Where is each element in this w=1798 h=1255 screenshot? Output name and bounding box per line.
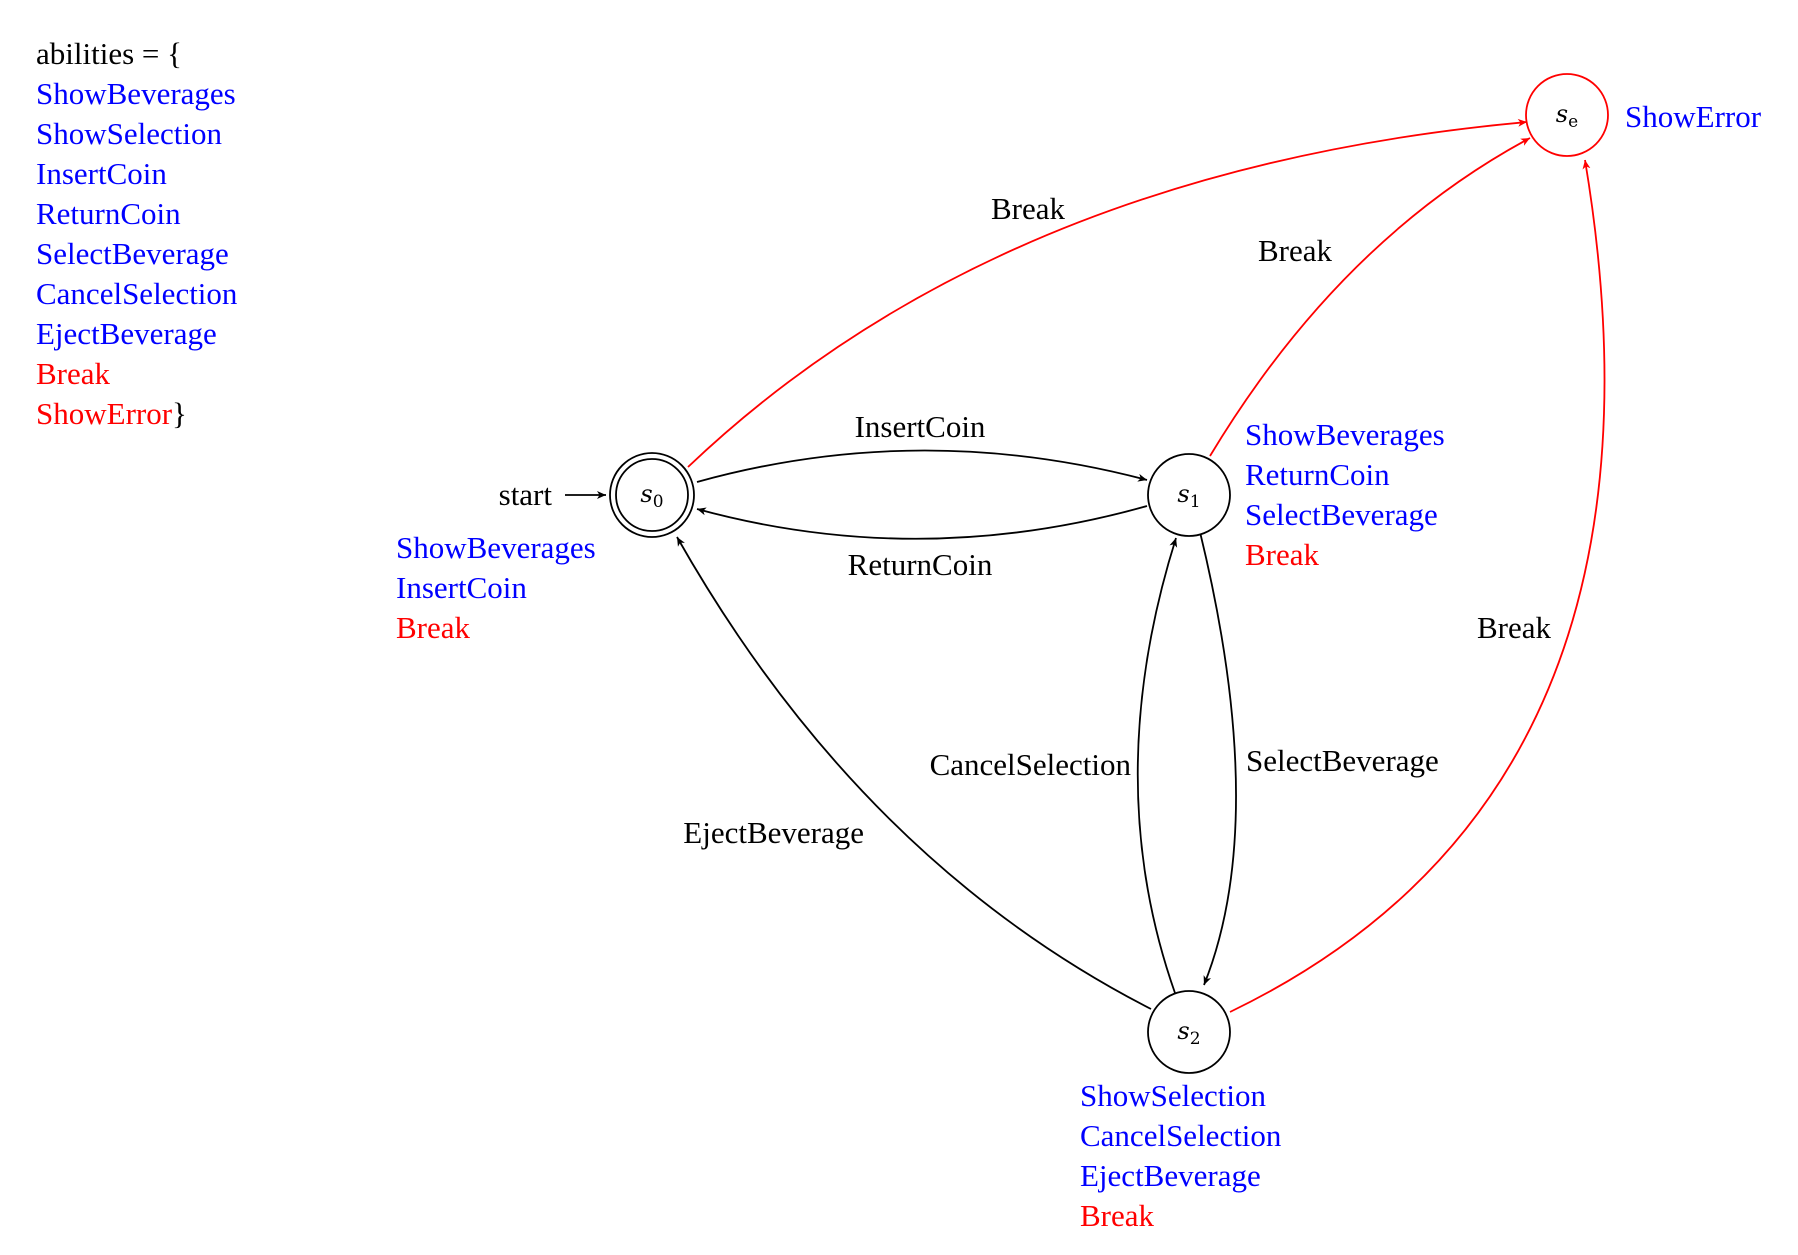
- transition-label-cancel-selection: CancelSelection: [930, 747, 1132, 782]
- state-s0: s0: [609, 452, 695, 538]
- state-s1-ability-returncoin: ReturnCoin: [1245, 457, 1390, 492]
- ability-showselection: ShowSelection: [36, 116, 222, 151]
- state-s1-abilities: ShowBeveragesReturnCoinSelectBeverageBre…: [1245, 417, 1445, 572]
- ability-insertcoin: InsertCoin: [36, 156, 167, 191]
- state-s0-label: s0: [640, 480, 663, 512]
- state-s2-abilities: ShowSelectionCancelSelectionEjectBeverag…: [1080, 1078, 1282, 1233]
- state-s2-label: s2: [1177, 1017, 1200, 1049]
- ability-cancelselection: CancelSelection: [36, 276, 238, 311]
- start-label: start: [499, 477, 553, 512]
- abilities-suffix: }: [172, 396, 187, 431]
- transition-label-break-s1: Break: [1258, 233, 1333, 268]
- transitions: [565, 118, 1606, 1013]
- ability-showerror: ShowError}: [36, 396, 187, 431]
- transition-label-eject-beverage: EjectBeverage: [683, 815, 864, 850]
- edge-s1-se: [1209, 137, 1531, 457]
- transition-label-break-s0: Break: [991, 191, 1066, 226]
- state-s1-label: s1: [1177, 480, 1200, 512]
- transition-label-break-s2: Break: [1477, 610, 1552, 645]
- transition-labels: InsertCoin ReturnCoin SelectBeverage Can…: [683, 191, 1551, 850]
- edge-s1-s0: [696, 505, 1148, 540]
- edge-s2-s1: [1136, 537, 1178, 994]
- state-s2-ability-cancelselection: CancelSelection: [1080, 1118, 1282, 1153]
- ability-showbeverages: ShowBeverages: [36, 76, 236, 111]
- transition-label-insert-coin: InsertCoin: [855, 409, 986, 444]
- state-s1-ability-selectbeverage: SelectBeverage: [1245, 497, 1438, 532]
- state-s2: s2: [1147, 990, 1231, 1074]
- ability-break: Break: [36, 356, 111, 391]
- state-s2-ability-ejectbeverage: EjectBeverage: [1080, 1158, 1261, 1193]
- state-s2-ability-showselection: ShowSelection: [1080, 1078, 1266, 1113]
- state-se-abilities: ShowError: [1625, 99, 1762, 134]
- edge-s0-se: [687, 118, 1528, 468]
- ability-returncoin: ReturnCoin: [36, 196, 181, 231]
- edge-s2-s0: [676, 536, 1152, 1010]
- edge-s1-s2: [1199, 531, 1237, 986]
- state-se-label: se: [1556, 100, 1578, 132]
- edge-s0-s1: [696, 449, 1148, 483]
- edge-s2-se: [1229, 159, 1606, 1013]
- abilities-legend: abilities = { ShowBeveragesShowSelectionI…: [36, 36, 238, 431]
- transition-label-select-beverage: SelectBeverage: [1246, 743, 1439, 778]
- transition-label-return-coin: ReturnCoin: [848, 547, 993, 582]
- abilities-prefix: abilities = {: [36, 36, 182, 71]
- state-s1-ability-showbeverages: ShowBeverages: [1245, 417, 1445, 452]
- state-s1-ability-break: Break: [1245, 537, 1320, 572]
- state-se: se: [1525, 73, 1609, 157]
- ability-ejectbeverage: EjectBeverage: [36, 316, 217, 351]
- state-se-ability-showerror: ShowError: [1625, 99, 1762, 134]
- state-s1: s1: [1147, 453, 1231, 537]
- ability-selectbeverage: SelectBeverage: [36, 236, 229, 271]
- state-s0-ability-break: Break: [396, 610, 471, 645]
- state-s0-ability-showbeverages: ShowBeverages: [396, 530, 596, 565]
- state-s2-ability-break: Break: [1080, 1198, 1155, 1233]
- state-s0-ability-insertcoin: InsertCoin: [396, 570, 527, 605]
